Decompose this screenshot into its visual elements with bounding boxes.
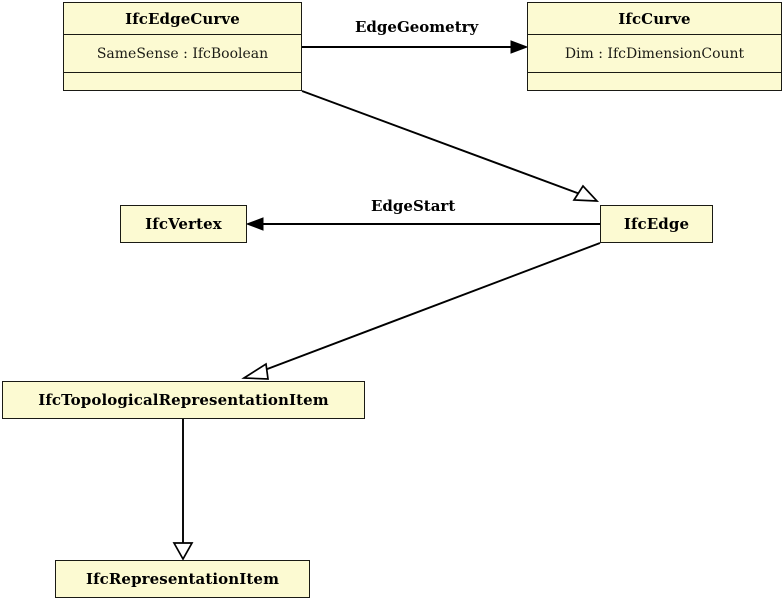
edgecurve-edge-line bbox=[301, 90, 581, 195]
relation-edgegeometry[interactable] bbox=[302, 40, 529, 54]
edge-topological-line bbox=[261, 242, 601, 372]
class-box-ifcvertex[interactable]: IfcVertex bbox=[120, 205, 247, 243]
relation-label-edgestart: EdgeStart bbox=[371, 197, 456, 215]
class-box-ifcrepresentationitem[interactable]: IfcRepresentationItem bbox=[55, 560, 310, 598]
edgestart-arrowhead-icon bbox=[245, 217, 264, 231]
class-name-ifcedge: IfcEdge bbox=[623, 215, 690, 233]
class-attribute-ifcedgecurve-0: SameSense : IfcBoolean bbox=[64, 35, 301, 73]
inheritance-arrowhead-icon bbox=[172, 542, 194, 561]
relation-topological-inherits-representation[interactable] bbox=[172, 419, 194, 561]
class-box-ifctopologicalrepresentationitem[interactable]: IfcTopologicalRepresentationItem bbox=[2, 381, 365, 419]
class-operations-ifccurve bbox=[528, 73, 781, 90]
class-attribute-ifccurve-0: Dim : IfcDimensionCount bbox=[528, 35, 781, 73]
class-box-ifcedge[interactable]: IfcEdge bbox=[600, 205, 713, 243]
inheritance-arrowhead-icon bbox=[241, 362, 269, 380]
class-name-ifcrepresentationitem: IfcRepresentationItem bbox=[85, 570, 280, 588]
class-name-ifcedgecurve: IfcEdgeCurve bbox=[64, 3, 301, 35]
relation-edgecurve-inherits-edge[interactable] bbox=[301, 90, 600, 202]
class-box-ifcedgecurve[interactable]: IfcEdgeCurve SameSense : IfcBoolean bbox=[63, 2, 302, 91]
class-name-ifccurve: IfcCurve bbox=[528, 3, 781, 35]
class-name-ifctopologicalrepresentationitem: IfcTopologicalRepresentationItem bbox=[38, 391, 329, 409]
relation-edge-inherits-topological[interactable] bbox=[241, 242, 601, 380]
class-box-ifccurve[interactable]: IfcCurve Dim : IfcDimensionCount bbox=[527, 2, 782, 91]
relation-edgestart[interactable] bbox=[245, 217, 600, 231]
class-operations-ifcedgecurve bbox=[64, 73, 301, 90]
inheritance-arrowhead-icon bbox=[572, 184, 600, 202]
class-name-ifcvertex: IfcVertex bbox=[145, 215, 222, 233]
edgegeometry-arrowhead-icon bbox=[510, 40, 529, 54]
relation-label-edgegeometry: EdgeGeometry bbox=[355, 18, 479, 36]
